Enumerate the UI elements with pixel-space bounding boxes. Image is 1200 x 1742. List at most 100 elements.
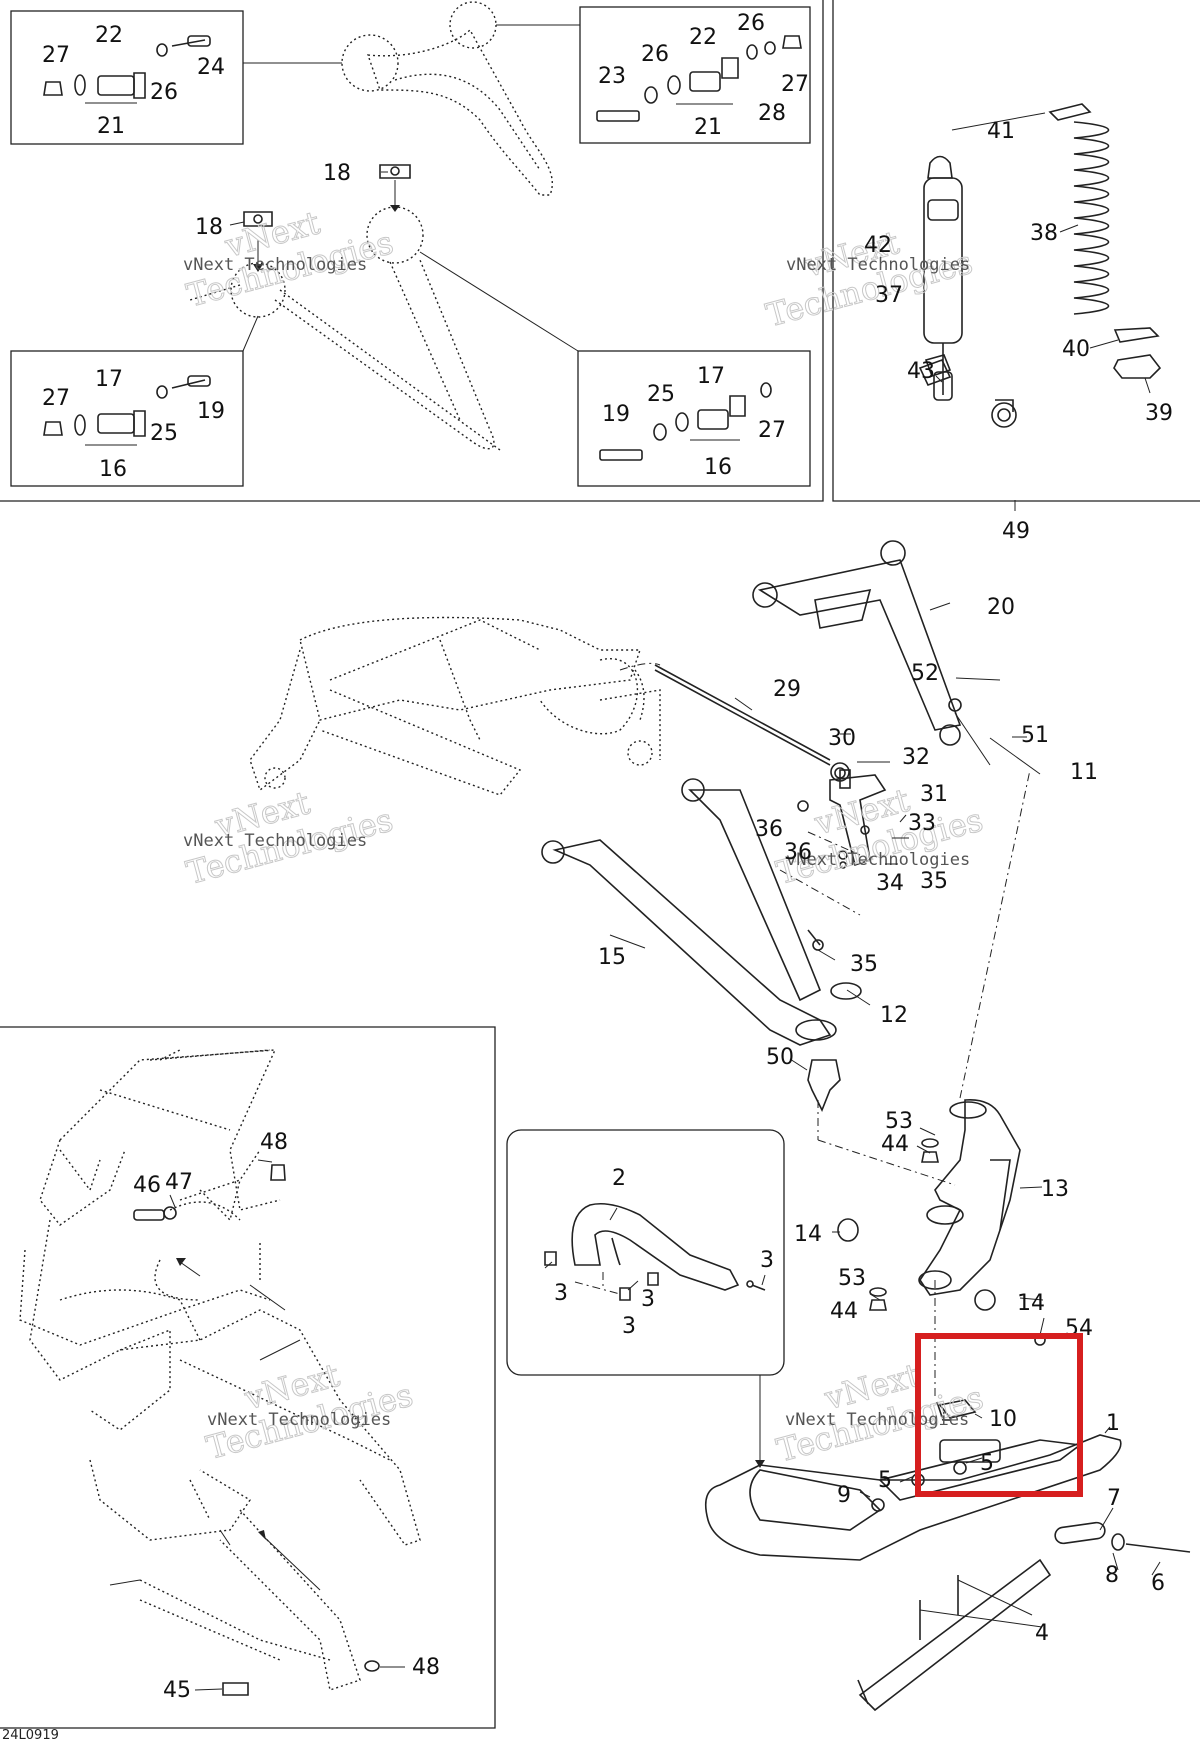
callout-2: 2	[612, 1166, 626, 1191]
callout-9: 9	[837, 1483, 851, 1508]
callout-17: 17	[697, 364, 725, 389]
callout-36: 36	[755, 817, 783, 842]
callout-12: 12	[880, 1003, 908, 1028]
callout-45: 45	[163, 1678, 191, 1703]
callout-7: 7	[1107, 1486, 1121, 1511]
callout-11: 11	[1070, 760, 1098, 785]
shock-spring	[918, 103, 1162, 387]
callout-47: 47	[165, 1170, 193, 1195]
callout-27: 27	[42, 43, 70, 68]
callout-13: 13	[1041, 1177, 1069, 1202]
callout-37: 37	[875, 283, 903, 308]
svg-text:vNext Technologies: vNext Technologies	[183, 831, 367, 851]
callout-27: 27	[42, 386, 70, 411]
callout-14: 14	[794, 1222, 822, 1247]
ski-assembly	[704, 1399, 1191, 1712]
callout-32: 32	[902, 745, 930, 770]
callout-28: 28	[758, 101, 786, 126]
callout-22: 22	[95, 23, 123, 48]
callout-46: 46	[133, 1173, 161, 1198]
callout-3: 3	[622, 1314, 636, 1339]
callout-21: 21	[97, 114, 125, 139]
callout-43: 43	[907, 359, 935, 384]
handle-inset-parts	[544, 1202, 766, 1468]
callout-23: 23	[598, 64, 626, 89]
callout-53: 53	[838, 1266, 866, 1291]
callout-26: 26	[737, 11, 765, 36]
callout-24: 24	[197, 55, 225, 80]
callout-22: 22	[689, 25, 717, 50]
bushing-detail-box-tr	[579, 6, 811, 144]
steering-arm-and-fasteners	[779, 767, 887, 951]
svg-text:vNext Technologies: vNext Technologies	[786, 850, 970, 870]
callout-17: 17	[95, 367, 123, 392]
callout-19: 19	[602, 402, 630, 427]
callout-35: 35	[920, 869, 948, 894]
callout-42: 42	[864, 233, 892, 258]
callout-8: 8	[1105, 1563, 1119, 1588]
lower-a-arm-top-view	[189, 164, 579, 451]
callout-16: 16	[99, 457, 127, 482]
callout-16: 16	[704, 455, 732, 480]
bushing-kit-16-right	[599, 382, 772, 461]
callout-35: 35	[850, 952, 878, 977]
callout-29: 29	[773, 677, 801, 702]
spindle-13	[817, 769, 1031, 1296]
upper-a-arm	[752, 540, 962, 746]
callout-3: 3	[641, 1287, 655, 1312]
bushing-detail-box-ml	[10, 350, 244, 487]
callout-34: 34	[876, 871, 904, 896]
callout-27: 27	[781, 72, 809, 97]
highlight-box	[915, 1333, 1083, 1497]
callout-51: 51	[1021, 723, 1049, 748]
callout-44: 44	[830, 1299, 858, 1324]
lower-a-arm	[541, 778, 862, 1046]
upper-a-arm-top-view	[243, 1, 580, 196]
callout-10: 10	[989, 1407, 1017, 1432]
frame-assembly-bottom-left	[19, 1049, 421, 1691]
callout-31: 31	[920, 782, 948, 807]
callout-14: 14	[1017, 1291, 1045, 1316]
callout-33: 33	[908, 811, 936, 836]
callout-27: 27	[758, 418, 786, 443]
callout-18: 18	[195, 215, 223, 240]
callout-25: 25	[647, 382, 675, 407]
handle-inset-box	[506, 1129, 785, 1376]
callout-39: 39	[1145, 401, 1173, 426]
callout-26: 26	[641, 42, 669, 67]
callout-49: 49	[1002, 519, 1030, 544]
callout-41: 41	[987, 119, 1015, 144]
callout-labels: 27 22 26 24 21 26 26 22 23 27 28 21 18 1…	[42, 11, 1173, 1703]
chassis-outline-middle	[249, 616, 661, 796]
frame-fasteners-bottom-left	[133, 1164, 380, 1696]
callout-48: 48	[412, 1655, 440, 1680]
callout-4: 4	[1035, 1621, 1049, 1646]
callout-1: 1	[1106, 1411, 1120, 1436]
callout-6: 6	[1151, 1571, 1165, 1596]
callout-19: 19	[197, 399, 225, 424]
svg-text:vNext Technologies: vNext Technologies	[785, 1410, 969, 1430]
callout-21: 21	[694, 115, 722, 140]
bushing-detail-box-mr	[577, 350, 811, 487]
tie-rod	[619, 662, 850, 782]
callout-15: 15	[598, 945, 626, 970]
callout-20: 20	[987, 595, 1015, 620]
callout-40: 40	[1062, 337, 1090, 362]
callout-36: 36	[784, 840, 812, 865]
callout-5: 5	[878, 1468, 892, 1493]
svg-text:vNext Technologies: vNext Technologies	[786, 255, 970, 275]
callout-30: 30	[828, 726, 856, 751]
bushing-detail-box-tl	[10, 10, 244, 145]
svg-text:vNext Technologies: vNext Technologies	[183, 255, 367, 275]
callout-3: 3	[554, 1281, 568, 1306]
callout-48: 48	[260, 1130, 288, 1155]
bushing-kit-21-right	[596, 35, 802, 122]
callout-18: 18	[323, 161, 351, 186]
callout-25: 25	[150, 421, 178, 446]
callout-50: 50	[766, 1045, 794, 1070]
leader-lines	[169, 112, 1161, 1691]
callout-53: 53	[885, 1109, 913, 1134]
callout-38: 38	[1030, 221, 1058, 246]
